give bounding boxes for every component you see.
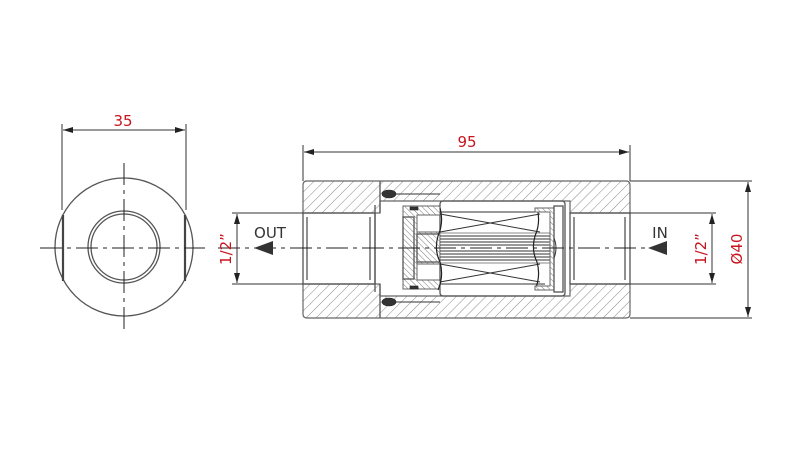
o-ring-seal-bottom [381, 297, 397, 307]
flow-arrow-out-icon [254, 241, 273, 255]
o-ring-seal-top [381, 189, 397, 199]
dimension-label-out-thread: 1/2” [217, 233, 235, 265]
dimension-label-35: 35 [113, 112, 132, 130]
filter-pleats [435, 207, 551, 291]
dimension-label-in-thread: 1/2” [692, 233, 710, 265]
section-view: 95 [217, 133, 752, 319]
out-port-label: OUT [254, 224, 287, 242]
flow-arrow-in-icon [648, 241, 667, 255]
in-port-label: IN [652, 224, 668, 242]
body-wall-bottom [302, 283, 631, 319]
cap-seal-top [409, 206, 419, 211]
cap-seal-bottom [409, 285, 419, 290]
dimension-label-95: 95 [457, 133, 476, 151]
spring-retainer [553, 205, 564, 293]
end-view: 35 [40, 112, 205, 332]
dimension-label-diameter: Ø40 [728, 234, 746, 265]
body-wall-top [302, 180, 631, 214]
